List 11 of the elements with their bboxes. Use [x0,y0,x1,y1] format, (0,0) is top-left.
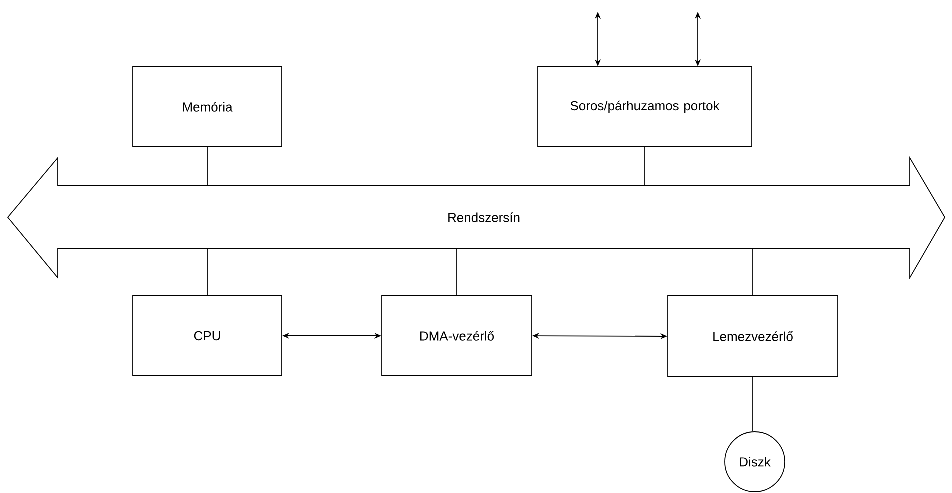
connector-line [752,249,754,296]
component-box: Lemezvezérlő [668,296,838,378]
connector-line [207,147,208,186]
component-box: DMA-vezérlő [382,296,532,376]
connector-line [456,249,458,296]
component-box: CPU [132,296,282,376]
connector-line [644,147,646,186]
component-box: Soros/párhuzamos portok [538,66,752,148]
connector-line [207,249,208,296]
connector-line [752,377,754,432]
component-box: Memória [132,66,282,148]
